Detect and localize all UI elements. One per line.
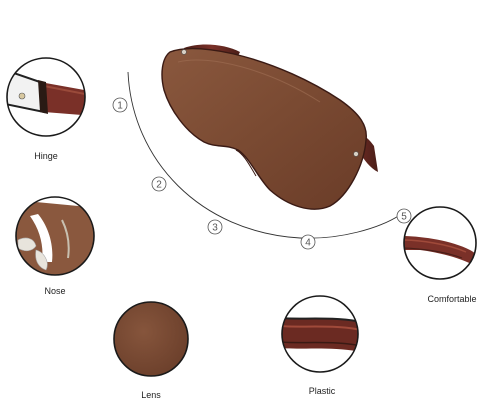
nose-bridge (235, 149, 257, 177)
temple-arm-detail-icon (403, 206, 477, 280)
rivet-right (353, 151, 359, 157)
caption-nose: Nose (44, 286, 66, 296)
lens-detail-icon (113, 301, 189, 377)
caption-comfortable: Comfortable (427, 294, 477, 304)
step-marker-1: 1 (112, 97, 128, 113)
step-marker-3: 3 (207, 219, 223, 235)
feature-arc (127, 71, 401, 239)
step-marker-2: 2 (151, 176, 167, 192)
caption-lens: Lens (141, 390, 161, 400)
svg-text:5: 5 (401, 212, 407, 223)
svg-text:2: 2 (156, 180, 162, 191)
hinge-detail-icon (6, 57, 86, 137)
caption-plastic: Plastic (308, 386, 336, 396)
svg-text:1: 1 (117, 101, 123, 112)
plastic-frame-detail-icon (281, 295, 359, 373)
shield-lens (161, 47, 367, 210)
rivet-left (181, 49, 187, 55)
svg-text:4: 4 (305, 238, 311, 249)
caption-hinge: Hinge (34, 151, 58, 161)
sunglasses-image (161, 44, 378, 210)
svg-text:3: 3 (212, 223, 218, 234)
nose-pad-detail-icon (15, 196, 95, 276)
step-marker-5: 5 (396, 208, 412, 224)
step-marker-4: 4 (300, 234, 316, 250)
